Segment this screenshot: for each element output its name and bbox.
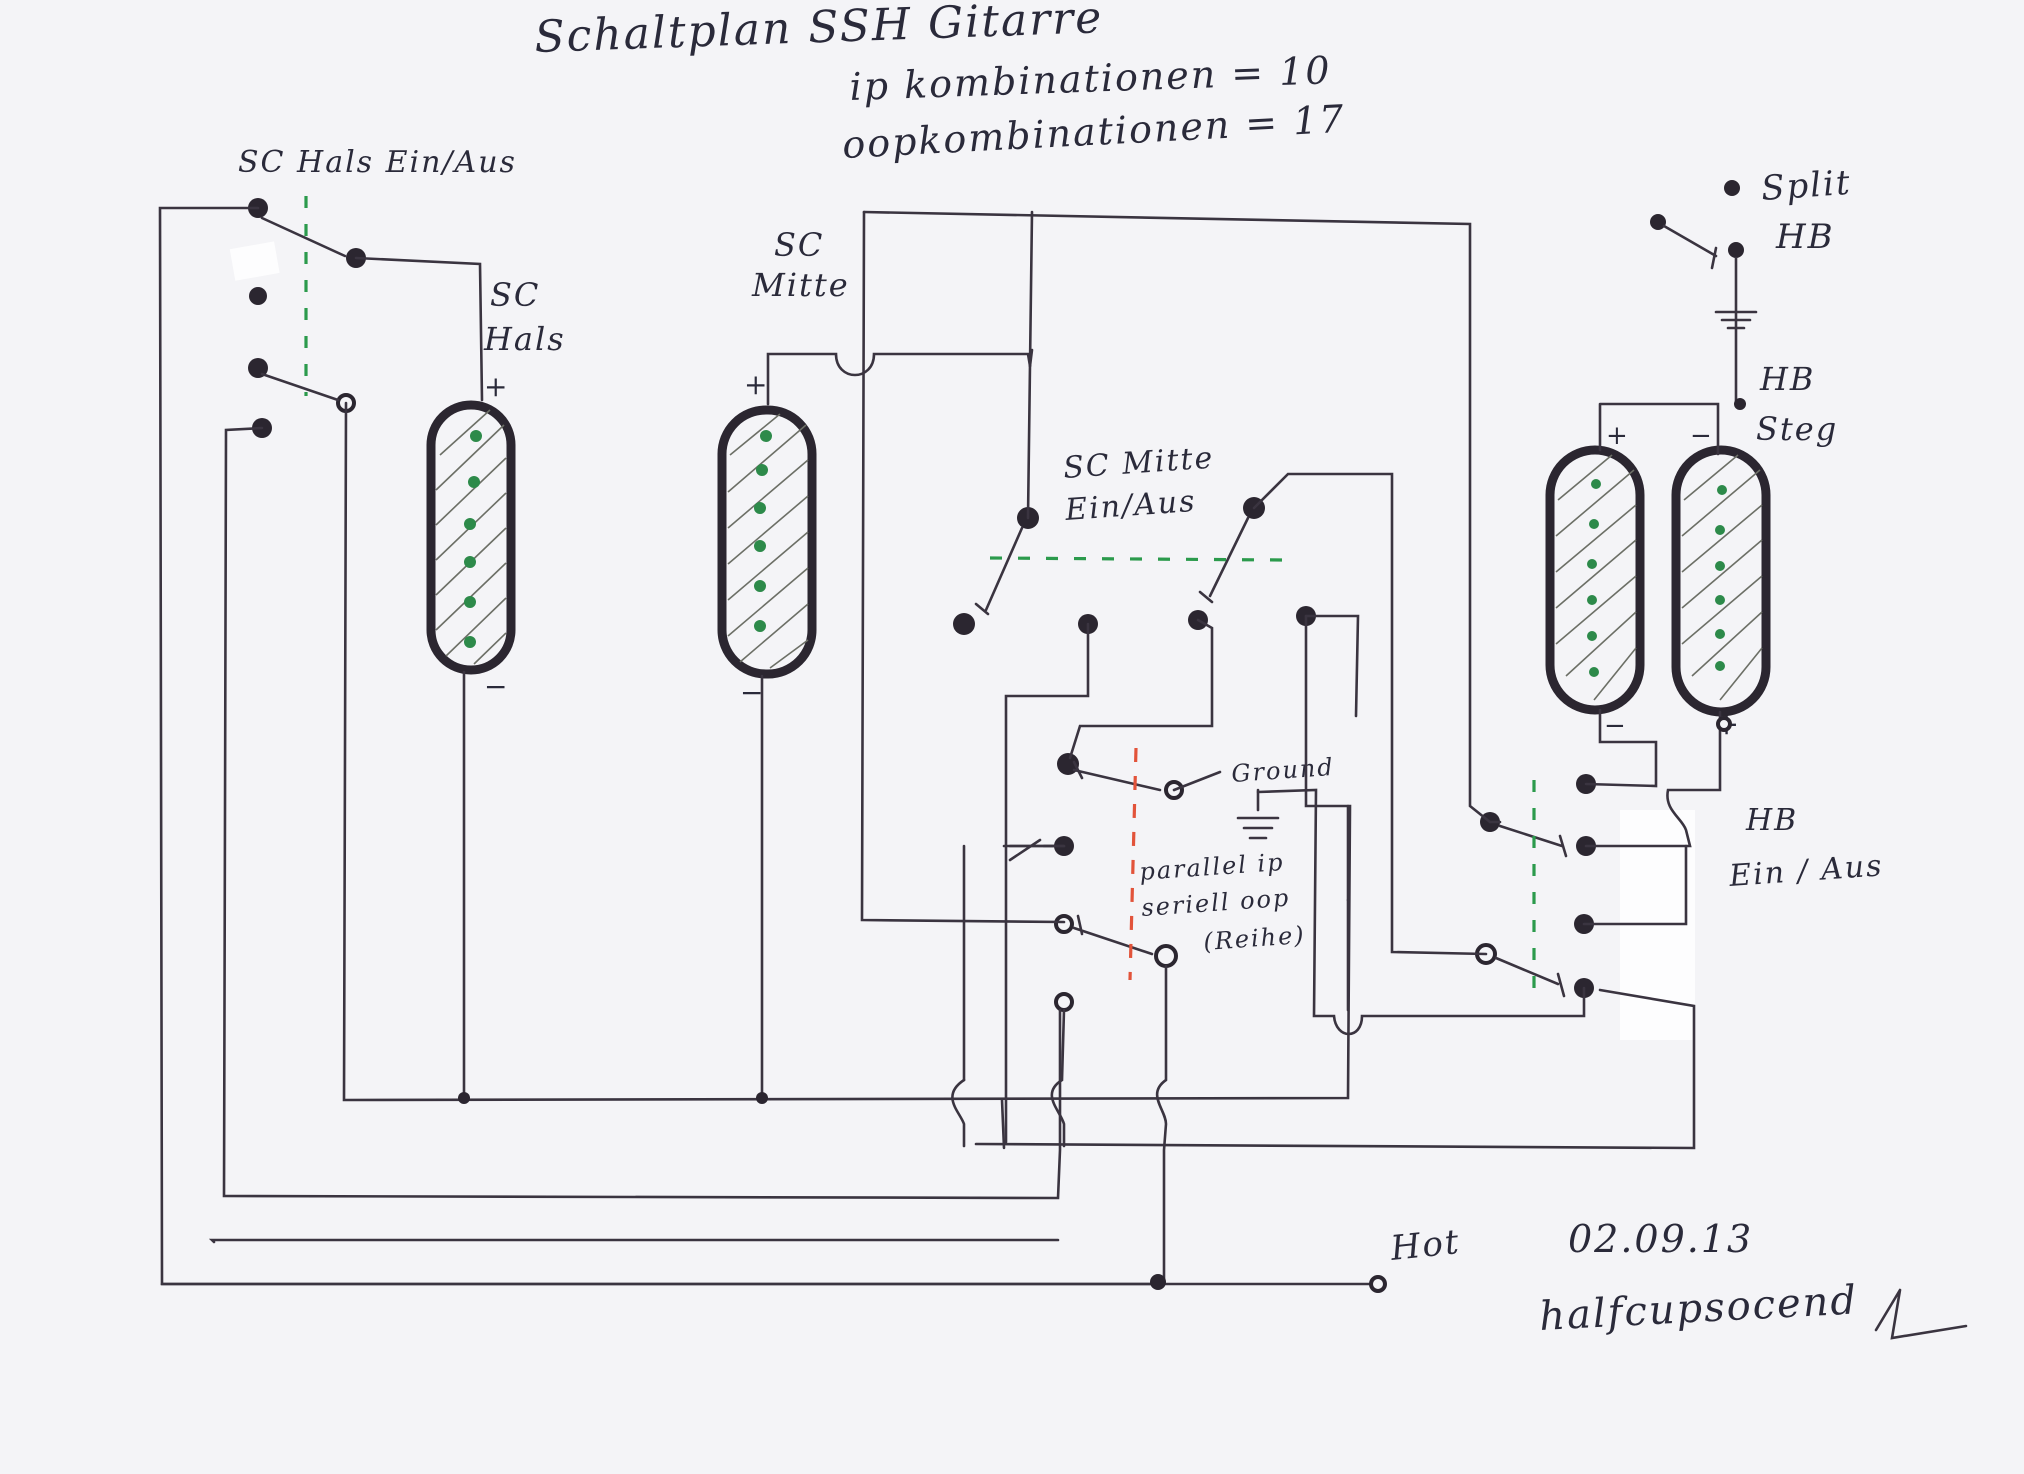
split-label: Split: [1760, 163, 1853, 209]
parallel-serial-label: parallel ip: [1138, 848, 1285, 886]
switch-terminal: [1724, 180, 1740, 196]
sc-hals-switch-label: SC Hals Ein/Aus: [238, 145, 517, 180]
sc-mitte-switch-label: SC Mitte: [1062, 441, 1215, 486]
split-label: HB: [1775, 217, 1835, 257]
hb-steg-label: HB: [1759, 360, 1815, 398]
switch-link-red: [1128, 747, 1138, 981]
plus-sign: +: [744, 368, 769, 401]
ip-combinations-note: ip kombinationen = 10: [849, 48, 1332, 109]
switch-terminal: [953, 613, 975, 635]
signature: halfcupsocend: [1538, 1277, 1859, 1340]
plus-sign: +: [484, 370, 509, 403]
date-label: 02.09.13: [1568, 1217, 1753, 1261]
hb-switch-label: HB: [1745, 803, 1798, 838]
switch-lever: [260, 216, 347, 258]
sc-hals-switch[interactable]: [248, 196, 366, 438]
oop-combinations-note: oopkombinationen = 17: [841, 97, 1346, 167]
wiring: [158, 206, 1746, 1293]
switch-lever: [260, 372, 340, 402]
plus-sign: +: [1606, 421, 1630, 451]
sc-mitte-pickup-label: SC: [774, 226, 824, 264]
switch-terminal: [1728, 242, 1744, 258]
switch-terminal: [249, 287, 267, 305]
parallel-serial-switch[interactable]: [1008, 747, 1280, 1012]
sc-mitte-pickup: [717, 405, 817, 679]
switch-terminal: [1154, 944, 1178, 968]
diagram-title: Schaltplan SSH Gitarre: [534, 0, 1104, 63]
minus-sign: −: [1690, 421, 1714, 451]
sc-mitte-pickup-label: Mitte: [751, 266, 850, 304]
ground-symbol: [1236, 788, 1280, 840]
sc-hals-pickup-label: SC: [490, 276, 540, 314]
switch-terminal: [1054, 992, 1074, 1012]
pickup-hatching: [727, 413, 809, 669]
ground-label: Ground: [1230, 753, 1335, 788]
signature-underline: [1874, 1288, 1968, 1340]
sc-mitte-switch-label: Ein/Aus: [1063, 484, 1197, 528]
minus-sign: −: [1604, 711, 1628, 741]
hb-steg-label: Steg: [1756, 410, 1838, 448]
sc-hals-pickup: [426, 400, 516, 675]
switch-link-green: [989, 556, 1285, 562]
minus-sign: −: [484, 670, 509, 703]
hb-switch-label: Ein / Aus: [1727, 848, 1884, 894]
sc-hals-pickup-label: Hals: [483, 320, 566, 358]
hb-steg-pickup: [1545, 445, 1771, 717]
hot-label: Hot: [1388, 1222, 1463, 1269]
parallel-serial-label: (Reihe): [1202, 921, 1306, 956]
pickup-hatching: [1555, 454, 1763, 701]
hb-switch[interactable]: [1475, 774, 1596, 1000]
tape-patch: [229, 241, 280, 281]
minus-sign: −: [740, 676, 765, 709]
split-hb-switch[interactable]: [1650, 180, 1758, 330]
switch-terminal: [1650, 214, 1666, 230]
switch-terminal: [1054, 914, 1074, 934]
pickup-hatching: [435, 409, 507, 665]
parallel-serial-label: seriell oop: [1140, 884, 1291, 922]
